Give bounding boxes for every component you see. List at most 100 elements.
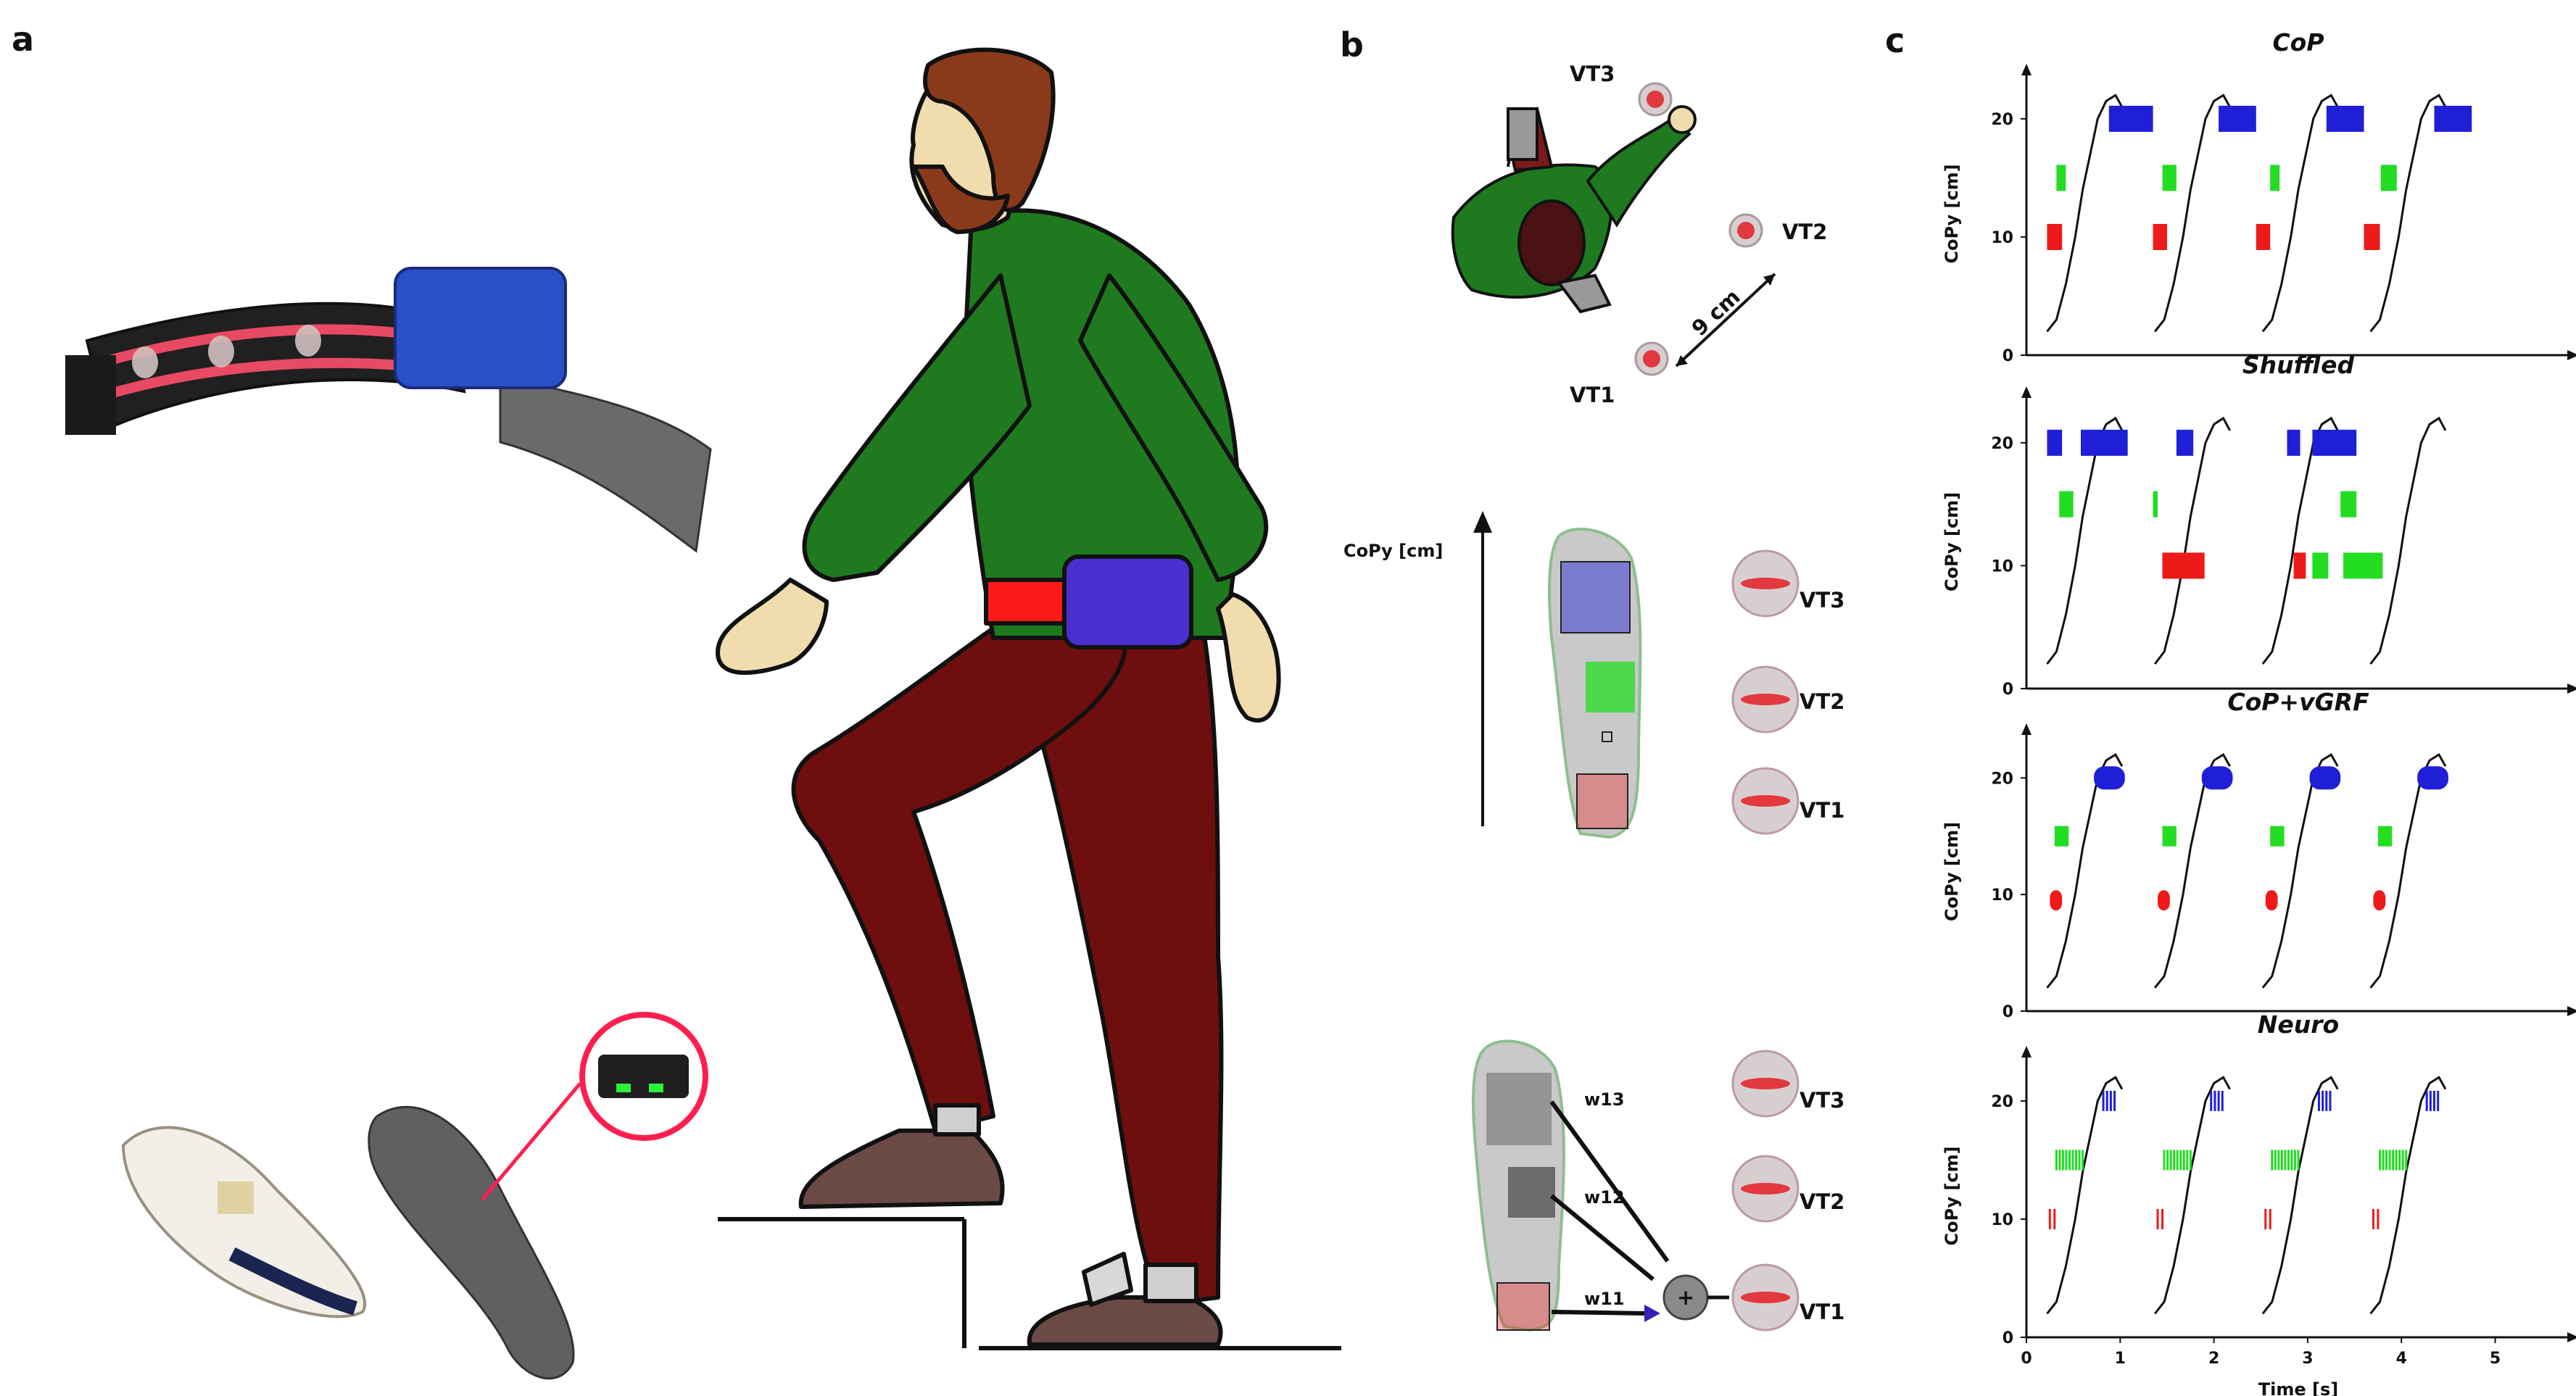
x-axis-arrowhead	[2567, 1332, 2576, 1342]
vt3-stim-block	[2309, 766, 2341, 790]
y-tick-label: 20	[1991, 111, 2013, 129]
distance-label: 9 cm	[1687, 284, 1745, 341]
vt2-stim-block	[2162, 826, 2177, 847]
y-tick-label: 0	[2003, 347, 2013, 365]
y-axis-label: CoPy [cm]	[1942, 822, 1962, 921]
chart-title: CoP+vGRF	[2227, 688, 2369, 716]
shoe-photo	[121, 1126, 367, 1318]
cop-trace-3	[2369, 94, 2447, 333]
y-axis-arrowhead	[2021, 64, 2032, 75]
vt3-stim-block	[2047, 429, 2063, 456]
y-tick-label: 0	[2003, 681, 2013, 699]
vt3-stim-block	[2108, 105, 2153, 132]
y-tick-label: 10	[1991, 886, 2013, 905]
chart-title: CoP	[2272, 28, 2324, 57]
x-axis-arrowhead	[2567, 350, 2576, 360]
vt3-stim-block	[2434, 105, 2472, 132]
vt2-stim-block	[2377, 826, 2393, 847]
cop-trace-1	[2153, 416, 2231, 665]
vt2-stim-block	[2153, 491, 2158, 518]
y-tick-label: 10	[1991, 229, 2013, 247]
vt2-neuro-label: VT2	[1800, 1189, 1844, 1214]
cop-trace-2	[2261, 94, 2339, 333]
cop-trace-2	[2261, 1076, 2339, 1315]
cop-trace-0	[2046, 1076, 2124, 1315]
vt1-stim-block	[2158, 890, 2170, 911]
vt3-mid-label: VT3	[1800, 588, 1844, 612]
vt1-stim-block	[2162, 552, 2205, 579]
vt2-stim-block-low	[2312, 552, 2329, 579]
vt2-stim-block	[2056, 165, 2066, 191]
vt3-stim-block	[2094, 766, 2125, 790]
walking-person-illustration	[716, 47, 1281, 1347]
vt2-stim-block	[2270, 165, 2280, 191]
cop-trace-3	[2369, 752, 2447, 989]
y-tick-label: 20	[1991, 770, 2013, 788]
vt2-mid-label: VT2	[1800, 689, 1844, 714]
vt2-stim-block	[2054, 826, 2069, 847]
cop-trace-0	[2046, 416, 2124, 665]
distance-arrow	[1675, 273, 1776, 367]
vt3-neuro-label: VT3	[1800, 1088, 1844, 1113]
vt3-stim-block	[2081, 429, 2128, 456]
chart-title: Neuro	[2258, 1010, 2339, 1039]
vt2-stim-block	[2380, 165, 2397, 191]
vt2-zone	[1586, 662, 1635, 712]
vt2-stim-block	[2270, 826, 2285, 847]
cop-trace-0	[2046, 752, 2124, 989]
vt1-top	[1634, 341, 1669, 376]
x-tick-label: 4	[2396, 1350, 2407, 1368]
vt1-stim-block	[2047, 223, 2063, 250]
y-tick-label: 20	[1991, 435, 2013, 453]
vt3-stim-block	[2176, 429, 2194, 456]
top-view-person	[1451, 105, 1697, 314]
y-tick-label: 20	[1991, 1093, 2013, 1111]
vt1-stim-block	[2256, 223, 2271, 250]
vt1-stim-block	[2050, 890, 2063, 911]
x-tick-label: 0	[2021, 1350, 2032, 1368]
copy-axis-label: CoPy [cm]	[1343, 541, 1443, 561]
y-axis-label: CoPy [cm]	[1942, 492, 1962, 591]
cop-trace-3	[2369, 1076, 2447, 1315]
vt-actuators-neuro	[1731, 1050, 1800, 1331]
vt1-stim-block	[2265, 890, 2278, 911]
y-tick-label: 0	[2003, 1329, 2013, 1347]
cop-trace-2	[2261, 416, 2339, 665]
stairs	[718, 1217, 1341, 1350]
vt3-stim-block	[2287, 429, 2300, 456]
vt3-stim-block	[2312, 429, 2357, 456]
belt-photo	[65, 267, 712, 553]
vt3-stim-block	[2201, 766, 2233, 790]
vt3-stim-block	[2326, 105, 2364, 132]
vt2-stim-block	[2340, 491, 2357, 518]
vt3-stim-block	[2219, 105, 2256, 132]
vt3-stim-block	[2417, 766, 2448, 790]
panel-label-c: c	[1885, 21, 1905, 60]
x-axis-label: Time [s]	[2258, 1379, 2338, 1396]
vt1-zone	[1576, 773, 1628, 829]
insole-photo	[368, 1012, 708, 1380]
panel-label-a: a	[12, 20, 34, 59]
y-tick-label: 10	[1991, 557, 2013, 576]
x-tick-label: 3	[2302, 1350, 2313, 1368]
vt1-stim-block	[2373, 890, 2386, 911]
vt2-stim-block	[2059, 491, 2074, 518]
vt2-top	[1728, 213, 1763, 248]
w12-label: w12	[1584, 1187, 1625, 1208]
w11-label: w11	[1584, 1289, 1625, 1309]
cop-trace-2	[2261, 752, 2339, 989]
cop-trace-1	[2153, 1076, 2231, 1315]
vt3-zone	[1560, 561, 1631, 633]
x-tick-label: 5	[2490, 1350, 2501, 1368]
panel-label-b: b	[1340, 25, 1364, 65]
y-axis-arrowhead	[2021, 1046, 2032, 1058]
vt2-stim-block	[2162, 165, 2177, 191]
y-axis-label: CoPy [cm]	[1942, 164, 1962, 263]
vt1-stim-block	[2293, 552, 2306, 579]
y-axis-arrowhead	[2021, 723, 2032, 735]
vt3-top	[1638, 82, 1673, 117]
y-tick-label: 10	[1991, 1211, 2013, 1229]
